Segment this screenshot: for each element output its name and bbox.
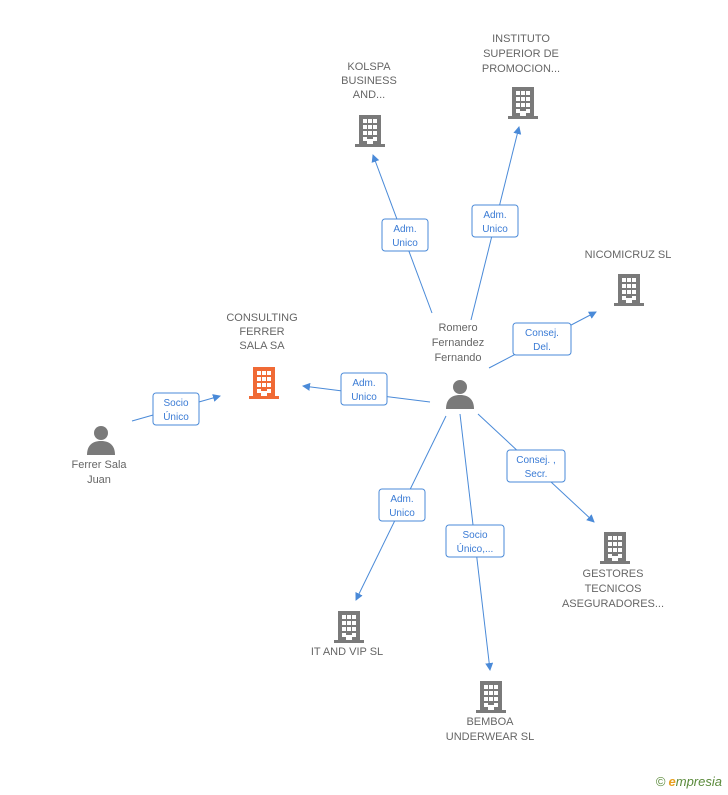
edge-label-box[interactable] <box>340 372 388 406</box>
edge-label-line: Socio <box>163 398 188 409</box>
edge-romero-gestores: Consej. , Secr. <box>477 413 595 523</box>
person-icon <box>87 426 115 455</box>
node-label-line: NICOMICRUZ SL <box>585 249 672 261</box>
edge-label-line: Único,... <box>457 542 494 555</box>
edge-label-line: Unico <box>392 238 418 249</box>
edge-label-line: Unico <box>389 508 415 519</box>
edge-label-line: Adm. <box>352 378 375 389</box>
node-label-line: PROMOCION... <box>482 63 560 75</box>
edge-label-line: Adm. <box>390 494 413 505</box>
node-label-line: Ferrer Sala <box>71 459 127 471</box>
building-icon <box>614 274 644 306</box>
edge-label-line: Unico <box>482 224 508 235</box>
node-label-line: Fernandez <box>432 337 485 349</box>
edge-romero-consulting: Adm. Unico <box>302 372 431 406</box>
copyright-icon: © <box>655 774 666 789</box>
node-label-line: KOLSPA <box>347 61 391 73</box>
node-label-line: AND... <box>353 89 385 101</box>
node-label-line: Fernando <box>434 352 481 364</box>
node-label-line: BUSINESS <box>341 75 397 87</box>
edge-label-line: Secr. <box>525 469 548 480</box>
building-icon <box>355 115 385 147</box>
node-itandvip[interactable]: IT AND VIP SL <box>311 611 383 658</box>
edge-label-box[interactable] <box>506 449 566 483</box>
node-nicomicruz[interactable]: NICOMICRUZ SL <box>585 249 672 306</box>
edge-label-line: Adm. <box>393 224 416 235</box>
node-label-line: CONSULTING <box>226 312 297 324</box>
edge-label-line: Consej. <box>525 328 559 339</box>
edge-label-line: Socio <box>462 530 487 541</box>
person-icon <box>446 380 474 409</box>
building-icon <box>249 367 279 399</box>
node-label-line: FERRER <box>239 326 284 338</box>
building-icon <box>334 611 364 643</box>
node-gestores[interactable]: GESTORES TECNICOS ASEGURADORES... <box>562 532 664 610</box>
building-icon <box>508 87 538 119</box>
edge-romero-kolspa: Adm. Unico <box>371 154 433 314</box>
building-icon <box>476 681 506 713</box>
node-label-line: IT AND VIP SL <box>311 646 383 658</box>
building-icon <box>600 532 630 564</box>
node-label-line: Romero <box>438 322 477 334</box>
brand-name: mpresia <box>675 774 722 789</box>
edge-romero-bemboa: SocioÚnico,... <box>445 413 505 671</box>
node-consulting[interactable]: CONSULTING FERRER SALA SA <box>226 312 298 399</box>
edge-label-line: Único <box>163 410 189 423</box>
edges-layer: Adm.UnicoAdm.UnicoConsej.Del.Adm.UnicoSo… <box>131 126 597 671</box>
node-bemboa[interactable]: BEMBOA UNDERWEAR SL <box>446 681 534 743</box>
brand-watermark: ©empresia <box>656 774 722 789</box>
brand-logo-initial: e <box>668 774 676 789</box>
node-label-line: SUPERIOR DE <box>483 48 559 60</box>
edge-label-box[interactable] <box>152 392 200 426</box>
edge-romero-itandvip: Adm. Unico <box>355 415 447 601</box>
node-label-line: GESTORES <box>583 568 644 580</box>
node-label-line: UNDERWEAR SL <box>446 731 534 743</box>
node-instituto[interactable]: INSTITUTO SUPERIOR DE PROMOCION... <box>482 33 560 119</box>
edge-label-box[interactable] <box>471 204 519 238</box>
edge-label-box[interactable] <box>445 524 505 558</box>
node-label-line: ASEGURADORES... <box>562 598 664 610</box>
edge-label-line: Consej. , <box>516 455 555 466</box>
edge-romero-instituto: Adm. Unico <box>470 126 522 321</box>
edge-label-line: Unico <box>351 392 377 403</box>
node-label-line: Juan <box>87 474 111 486</box>
edge-label-box[interactable] <box>512 322 572 356</box>
edge-label-box[interactable] <box>378 488 426 522</box>
node-label-line: INSTITUTO <box>492 33 550 45</box>
node-label-line: BEMBOA <box>466 716 514 728</box>
node-kolspa[interactable]: KOLSPA BUSINESS AND... <box>341 61 397 147</box>
edge-label-line: Del. <box>533 342 551 353</box>
edge-label-box[interactable] <box>381 218 429 252</box>
edge-label-line: Adm. <box>483 210 506 221</box>
node-label-line: SALA SA <box>239 340 285 352</box>
node-label-line: TECNICOS <box>585 583 642 595</box>
edge-romero-nicomicruz: Consej. Del. <box>488 311 597 369</box>
